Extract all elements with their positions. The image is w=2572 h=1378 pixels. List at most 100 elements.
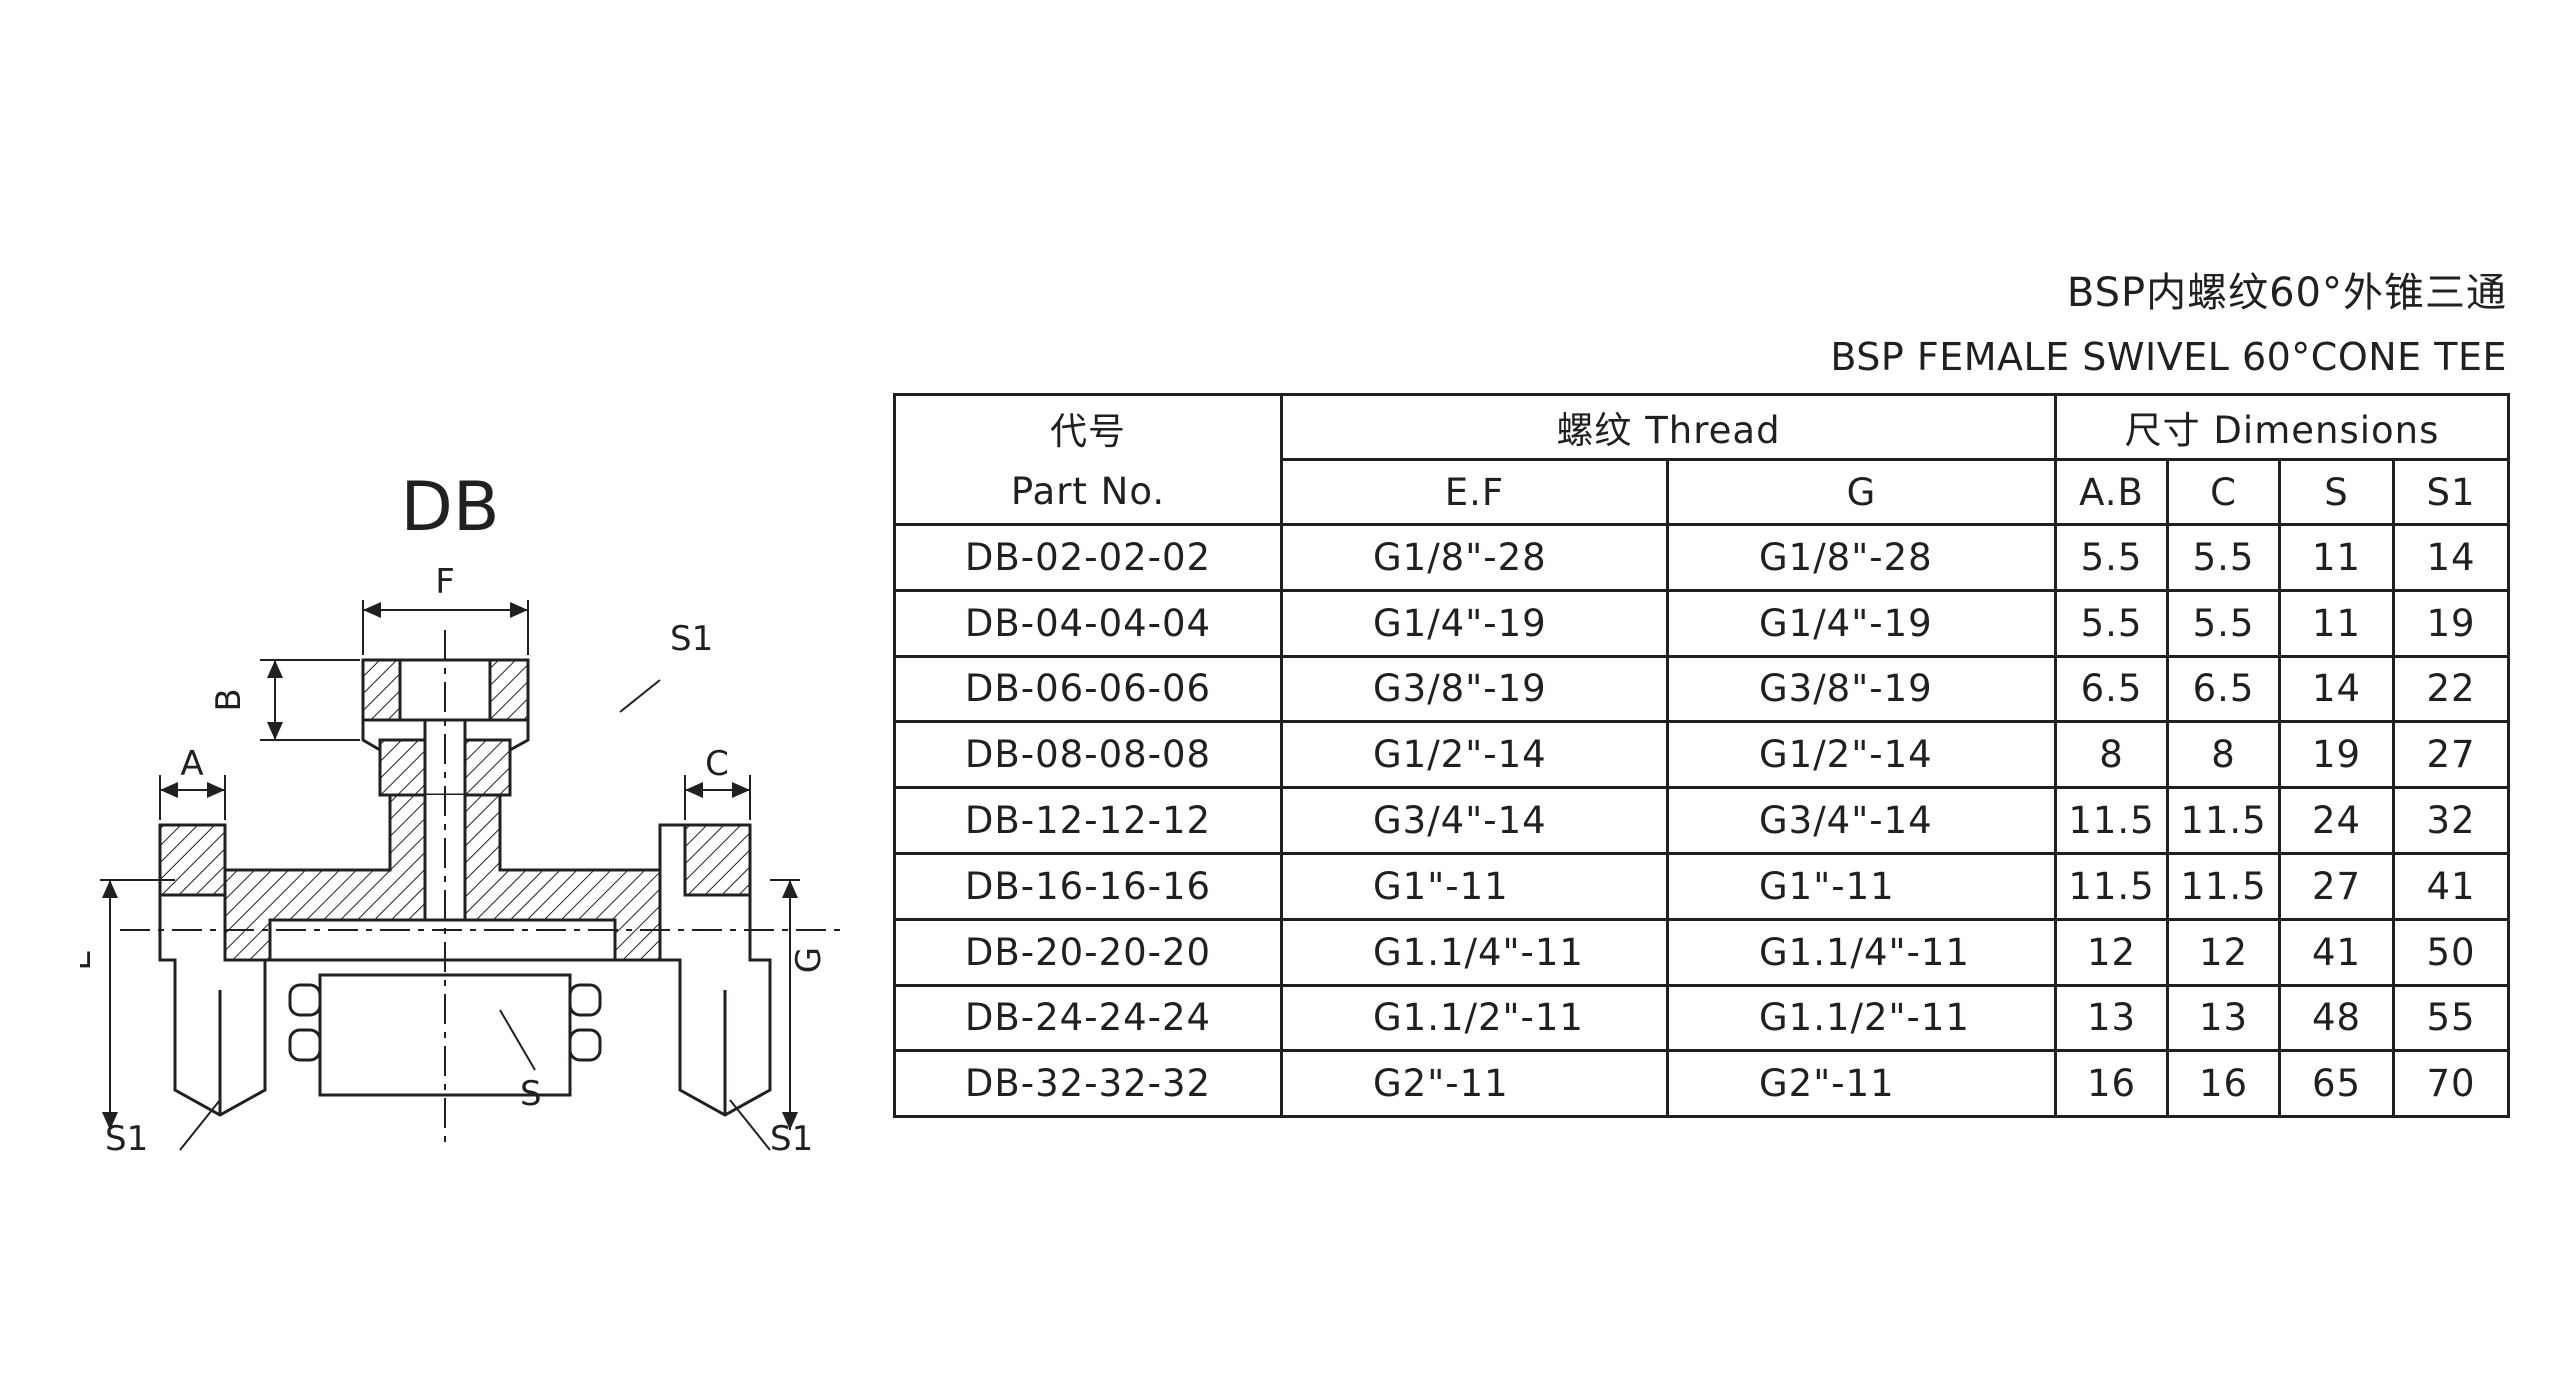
- cell-dim-c: 8: [2166, 720, 2282, 790]
- tee-fitting-drawing: DB: [80, 468, 840, 1159]
- cell-dim-s: 48: [2278, 983, 2396, 1053]
- model-label: DB: [400, 468, 499, 547]
- cell-thread-g: G3/4"-14: [1665, 786, 2058, 855]
- cell-thread-ef: G3/8"-19: [1280, 654, 1669, 724]
- header-thread: 螺纹 Thread: [1279, 393, 2058, 461]
- cell-dim-ab: 13: [2054, 983, 2170, 1053]
- centre-lines: [120, 630, 840, 1150]
- cell-thread-ef: G1/2"-14: [1280, 720, 1669, 790]
- title-block: BSP内螺纹60°外锥三通 BSP FEMALE SWIVEL 60°CONE …: [1500, 265, 2507, 385]
- cell-part-no: DB-06-06-06: [893, 654, 1283, 724]
- dim-S1-top: S1: [670, 619, 713, 659]
- dim-C: C: [705, 744, 729, 784]
- cell-thread-ef: G1.1/4"-11: [1280, 917, 1669, 987]
- cell-thread-ef: G1.1/2"-11: [1280, 983, 1669, 1053]
- cell-thread-g: G3/8"-19: [1665, 654, 2058, 724]
- dim-S1-left: S1: [105, 1119, 148, 1159]
- dim-S: S: [520, 1074, 542, 1114]
- cell-thread-g: G1/8"-28: [1665, 523, 2058, 592]
- header-c: C: [2166, 458, 2282, 526]
- cell-dim-c: 6.5: [2166, 654, 2282, 724]
- cell-thread-ef: G1/4"-19: [1280, 588, 1669, 658]
- dim-B: B: [209, 688, 249, 711]
- cell-dim-c: 5.5: [2166, 523, 2282, 592]
- dim-G: G: [789, 947, 829, 973]
- cell-dim-ab: 11.5: [2054, 786, 2170, 855]
- cell-dim-s1: 22: [2392, 654, 2511, 724]
- title-chinese: BSP内螺纹60°外锥三通: [2066, 270, 2507, 316]
- cell-dim-s1: 27: [2392, 720, 2511, 790]
- header-g: G: [1665, 458, 2058, 526]
- cell-dim-c: 11.5: [2166, 786, 2282, 855]
- dim-S1-right: S1: [770, 1119, 813, 1159]
- cell-dim-s: 14: [2278, 654, 2396, 724]
- cell-dim-c: 12: [2166, 917, 2282, 987]
- cell-dim-ab: 5.5: [2054, 588, 2170, 658]
- cell-thread-g: G1.1/2"-11: [1665, 983, 2058, 1053]
- cell-dim-s1: 70: [2392, 1049, 2511, 1119]
- cell-part-no: DB-02-02-02: [893, 523, 1283, 592]
- cell-thread-ef: G3/4"-14: [1280, 786, 1669, 855]
- cell-part-no: DB-16-16-16: [893, 851, 1283, 921]
- cell-thread-g: G1/2"-14: [1665, 720, 2058, 790]
- cell-dim-ab: 16: [2054, 1049, 2170, 1119]
- cell-dim-ab: 8: [2054, 720, 2170, 790]
- cell-dim-s1: 32: [2392, 786, 2511, 855]
- cell-dim-c: 5.5: [2166, 588, 2282, 658]
- spec-table: 代号 螺纹 Thread 尺寸 Dimensions Part No. E.F …: [893, 393, 2511, 1119]
- cell-thread-ef: G1/8"-28: [1280, 523, 1669, 592]
- cell-dim-s: 24: [2278, 786, 2396, 855]
- cell-dim-s: 27: [2278, 851, 2396, 921]
- cell-part-no: DB-12-12-12: [893, 786, 1283, 855]
- header-s: S: [2278, 458, 2396, 526]
- cell-part-no: DB-20-20-20: [893, 917, 1283, 987]
- cell-dim-ab: 6.5: [2054, 654, 2170, 724]
- cell-dim-s: 19: [2278, 720, 2396, 790]
- cell-dim-s1: 55: [2392, 983, 2511, 1053]
- header-part-en: Part No.: [893, 459, 1283, 526]
- cell-thread-g: G1.1/4"-11: [1665, 917, 2058, 987]
- cell-dim-c: 16: [2166, 1049, 2282, 1119]
- cell-dim-s: 65: [2278, 1049, 2396, 1119]
- dim-A: A: [180, 744, 203, 784]
- cell-dim-ab: 11.5: [2054, 851, 2170, 921]
- cell-part-no: DB-08-08-08: [893, 720, 1283, 790]
- cell-thread-g: G1"-11: [1665, 851, 2058, 921]
- cell-dim-s1: 14: [2392, 523, 2511, 592]
- cell-dim-ab: 12: [2054, 917, 2170, 987]
- cell-dim-ab: 5.5: [2054, 523, 2170, 592]
- cell-part-no: DB-04-04-04: [893, 588, 1283, 658]
- cell-thread-ef: G2"-11: [1280, 1049, 1669, 1119]
- header-part-cn: 代号: [893, 393, 1283, 460]
- cell-dim-s1: 19: [2392, 588, 2511, 658]
- cell-part-no: DB-32-32-32: [893, 1049, 1283, 1119]
- cell-dim-s: 41: [2278, 917, 2396, 987]
- cell-part-no: DB-24-24-24: [893, 983, 1283, 1053]
- title-english: BSP FEMALE SWIVEL 60°CONE TEE: [1830, 335, 2507, 379]
- header-s1: S1: [2392, 458, 2511, 526]
- dim-F: F: [435, 562, 455, 602]
- header-ef: E.F: [1280, 458, 1669, 526]
- cell-dim-s: 11: [2278, 588, 2396, 658]
- cell-thread-g: G2"-11: [1665, 1049, 2058, 1119]
- cell-dim-c: 11.5: [2166, 851, 2282, 921]
- dimension-lines: [100, 600, 800, 1151]
- cell-dim-c: 13: [2166, 983, 2282, 1053]
- cell-dim-s1: 50: [2392, 917, 2511, 987]
- cell-thread-ef: G1"-11: [1280, 851, 1669, 921]
- fitting-outline: [158, 658, 772, 1117]
- header-dimensions: 尺寸 Dimensions: [2054, 393, 2511, 461]
- dim-E: E: [80, 949, 99, 970]
- cell-dim-s: 11: [2278, 523, 2396, 592]
- header-ab: A.B: [2054, 458, 2170, 526]
- cell-thread-g: G1/4"-19: [1665, 588, 2058, 658]
